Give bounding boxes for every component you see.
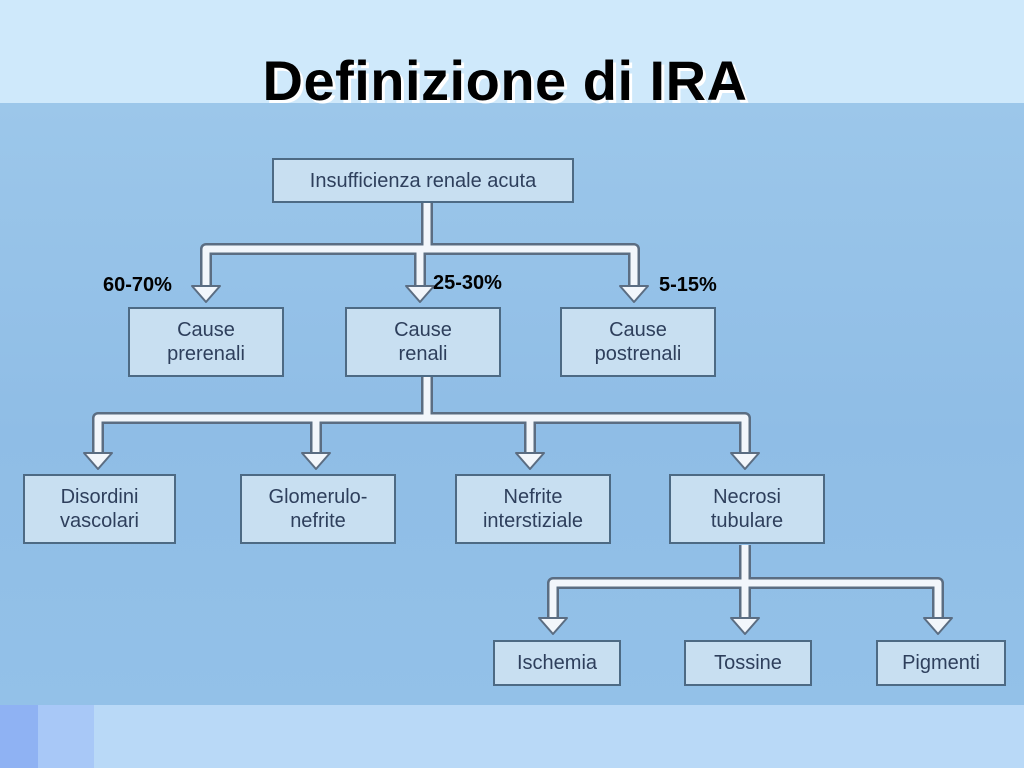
box-pigmenti: Pigmenti <box>876 640 1006 686</box>
box-cause-prerenali: Cause prerenali <box>128 307 284 377</box>
footer-band <box>0 705 1024 768</box>
arrowhead-glomerulo <box>301 452 331 470</box>
box-nefrite-interstiziale: Nefrite interstiziale <box>455 474 611 544</box>
arrowhead-vascolari <box>83 452 113 470</box>
diagram-panel <box>0 103 1024 705</box>
box-insufficienza-renale-acuta: Insufficienza renale acuta <box>272 158 574 203</box>
box-disordini-vascolari: Disordini vascolari <box>23 474 176 544</box>
percent-prerenali: 60-70% <box>103 274 172 296</box>
box-cause-renali: Cause renali <box>345 307 501 377</box>
arrowhead-tossine <box>730 617 760 635</box>
percent-renali: 25-30% <box>433 272 502 294</box>
box-tossine: Tossine <box>684 640 812 686</box>
footer-square-light <box>38 705 94 768</box>
arrowhead-ischemia <box>538 617 568 635</box>
arrowhead-pigmenti <box>923 617 953 635</box>
footer-square-dark <box>0 705 38 768</box>
box-ischemia: Ischemia <box>493 640 621 686</box>
box-cause-postrenali: Cause postrenali <box>560 307 716 377</box>
box-glomerulonefrite: Glomerulo- nefrite <box>240 474 396 544</box>
arrowhead-necrosi <box>730 452 760 470</box>
arrowhead-prerenali <box>191 285 221 303</box>
arrowhead-postrenali <box>619 285 649 303</box>
arrowhead-interstiziale <box>515 452 545 470</box>
arrowhead-renali <box>405 285 435 303</box>
box-necrosi-tubulare: Necrosi tubulare <box>669 474 825 544</box>
slide-title: Definizione di IRA <box>262 49 748 112</box>
percent-postrenali: 5-15% <box>659 274 717 296</box>
